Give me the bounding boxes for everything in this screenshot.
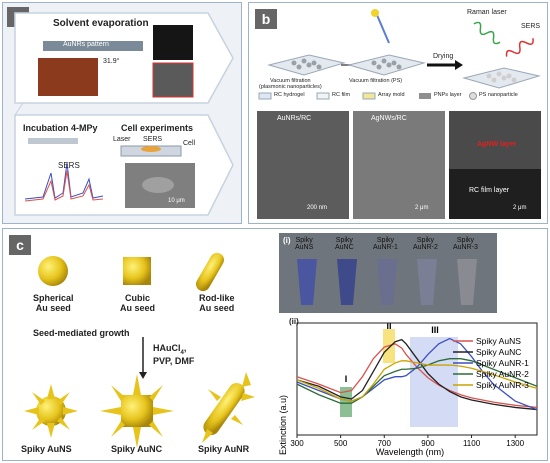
plot-label: (ii)	[289, 317, 299, 326]
tube-4	[417, 259, 437, 305]
product-label-aunc: Spiky AuNC	[111, 444, 163, 454]
cell-label: Cell	[183, 140, 196, 147]
seed-illustrations	[24, 252, 255, 448]
sem2-label: AgNWs/RC	[371, 115, 407, 122]
sem3-bottom-label: RC film layer	[469, 187, 510, 194]
legend-array-mold: Array mold	[378, 92, 405, 98]
tube-photo: (i) Spiky AuNS Spiky AuNC Spiky AuNR-1 S…	[279, 233, 497, 313]
panel-c: c	[2, 228, 548, 461]
sers-label-a: SERS	[58, 161, 80, 170]
seed-label-rod: Rod-like Au seed	[199, 293, 235, 313]
x-tick-label: 300	[290, 439, 304, 448]
raman-laser-label: Raman laser	[467, 9, 507, 16]
panel-a: a Solvent evaporation AuNRs pattern 31.9…	[2, 2, 242, 224]
series-line-2	[296, 338, 538, 411]
chart-lines	[296, 337, 538, 411]
aunrs-pattern-label: AuNRs pattern	[63, 41, 109, 48]
extinction-chart: I II III Extinction (a.u) Wavelength (nm…	[278, 321, 538, 457]
product-label-aunr: Spiky AuNR	[198, 444, 250, 454]
series-line-4	[296, 358, 538, 404]
legend-rc-hydrogel: RC hydrogel	[274, 92, 305, 98]
panel-b: b Vacuum filtration (plasmonic nanoparti…	[248, 2, 548, 224]
panel-c-badge: c	[9, 235, 31, 255]
reagents-label: HAuCl4,	[153, 343, 186, 356]
x-tick-label: 1100	[463, 439, 481, 448]
tube-label-4: Spiky AuNR-2	[413, 237, 438, 251]
incubation-title: Incubation 4-MPy	[23, 123, 98, 133]
region-1	[340, 387, 352, 417]
photo-label: (i)	[283, 236, 291, 245]
series-line-5	[296, 360, 538, 402]
reagents-comma: ,	[183, 343, 187, 353]
sem-aunrs-rc: AuNRs/RC 200 nm	[257, 111, 349, 219]
legend-pnps-layer: PNPs layer	[434, 92, 462, 98]
sers-label-cell: SERS	[143, 136, 163, 143]
growth-label: Seed-mediated growth	[33, 328, 130, 338]
angle-label: 31.9°	[103, 58, 120, 65]
x-tick-label: 500	[334, 439, 348, 448]
legend-label-1: Spiky AuNS	[476, 336, 521, 346]
cell-experiments-title: Cell experiments	[121, 123, 194, 133]
tube-1	[297, 259, 317, 305]
seed-label-cubic: Cubic Au seed	[120, 293, 156, 313]
panel-b-badge: b	[255, 9, 277, 29]
sem3-top-label: AgNW layer	[477, 141, 517, 148]
tube-label-2: Spiky AuNC	[335, 237, 354, 251]
reagents-hauc: HAuCl	[153, 343, 181, 353]
tube-3	[377, 259, 397, 305]
legend-rc-film: RC film	[332, 92, 351, 98]
drying-label: Drying	[433, 53, 454, 60]
region-label-2: II	[386, 321, 391, 331]
region-label-1: I	[345, 374, 348, 384]
series-line-1	[296, 343, 538, 409]
legend-ps-nanoparticle: PS nanoparticle	[479, 92, 518, 98]
tube-label-5: Spiky AuNR-3	[453, 237, 478, 251]
panel-b-schematic	[258, 9, 541, 100]
tube-label-3: Spiky AuNR-1	[373, 237, 398, 251]
tube-2	[337, 259, 357, 305]
chart-axes: 300 500 700 900 1100 1300	[290, 322, 538, 448]
legend-label-2: Spiky AuNC	[476, 347, 521, 357]
x-tick-label: 1300	[506, 439, 524, 448]
region-label-3: III	[431, 325, 439, 335]
legend-label-3: Spiky AuNR-1	[476, 358, 529, 368]
sers-label-b: SERS	[521, 23, 541, 30]
sem1-scale: 200 nm	[307, 205, 328, 211]
sem-cross-section: AgNW layer RC film layer 2 μm	[449, 111, 541, 219]
x-tick-label: 900	[421, 439, 435, 448]
step1-label: Vacuum filtration (plasmonic nanoparticl…	[259, 78, 322, 90]
solvent-evaporation-title: Solvent evaporation	[53, 18, 149, 29]
sem3-scale: 2 μm	[513, 205, 527, 211]
step2-label: Vacuum filtration (PS)	[349, 78, 403, 84]
x-axis-label: Wavelength (nm)	[376, 447, 444, 457]
laser-label: Laser	[113, 136, 131, 143]
tube-label-1: Spiky AuNS	[295, 237, 314, 251]
tube-5	[457, 259, 477, 305]
legend-label-4: Spiky AuNR-2	[476, 369, 529, 379]
seed-label-spherical: Spherical Au seed	[33, 293, 74, 313]
sem2-scale: 2 μm	[415, 205, 429, 211]
sem-agnws-rc: AgNWs/RC 2 μm	[353, 111, 445, 219]
reagents-sub: 4	[180, 349, 184, 356]
legend-label-5: Spiky AuNR-3	[476, 380, 529, 390]
product-label-auns: Spiky AuNS	[21, 444, 72, 454]
cell-scale-label: 10 μm	[168, 198, 185, 204]
x-tick-label: 700	[378, 439, 392, 448]
reagents-line2: PVP, DMF	[153, 356, 195, 366]
panel-a-flow	[14, 12, 234, 216]
y-axis-label: Extinction (a.u)	[278, 395, 288, 455]
sem1-label: AuNRs/RC	[277, 115, 312, 122]
plot-frame	[296, 322, 538, 436]
